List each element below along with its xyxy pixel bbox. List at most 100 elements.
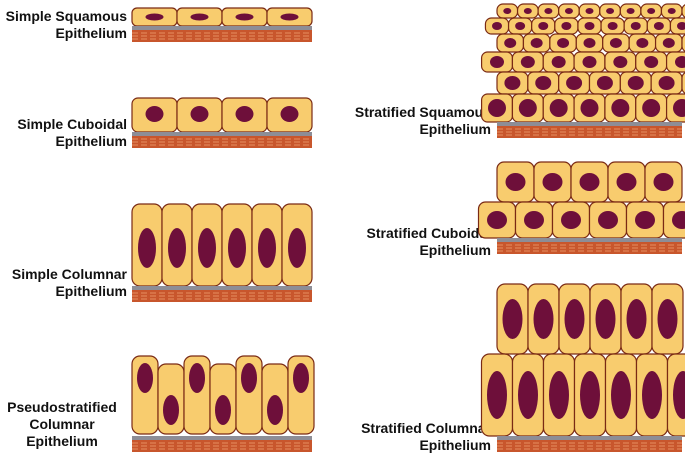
nucleus bbox=[561, 22, 572, 30]
nucleus bbox=[288, 228, 306, 268]
nucleus bbox=[611, 371, 631, 419]
nucleus bbox=[564, 299, 585, 339]
label-line: Simple Columnar bbox=[11, 266, 127, 282]
nucleus bbox=[280, 13, 299, 21]
nucleus bbox=[163, 395, 179, 425]
label-line: Pseudostratified bbox=[7, 399, 117, 415]
nucleus bbox=[644, 56, 659, 68]
label-line: Columnar bbox=[29, 416, 95, 432]
nucleus bbox=[626, 8, 635, 14]
nucleus bbox=[228, 228, 246, 268]
nucleus bbox=[293, 363, 309, 393]
basement-membrane bbox=[497, 238, 682, 242]
nucleus bbox=[613, 56, 628, 68]
stratified-columnar-illustration bbox=[480, 283, 685, 452]
nucleus bbox=[630, 22, 641, 30]
nucleus bbox=[626, 299, 647, 339]
nucleus bbox=[520, 56, 535, 68]
simple-squamous-illustration bbox=[131, 7, 313, 42]
nucleus bbox=[635, 211, 655, 229]
nucleus bbox=[168, 228, 186, 268]
nucleus bbox=[677, 22, 685, 30]
nucleus bbox=[582, 56, 597, 68]
nucleus bbox=[524, 211, 544, 229]
nucleus bbox=[487, 371, 507, 419]
label-line: Simple Squamous bbox=[5, 8, 127, 24]
label-stratified-squamous: Stratified Squamous Epithelium bbox=[355, 104, 491, 138]
nucleus bbox=[611, 99, 630, 117]
nucleus bbox=[585, 8, 594, 14]
label-line: Epithelium bbox=[55, 25, 127, 41]
nucleus bbox=[609, 38, 622, 48]
pseudostratified-columnar-illustration bbox=[131, 355, 315, 452]
simple-columnar-illustration bbox=[131, 203, 313, 302]
nucleus bbox=[492, 22, 502, 30]
nucleus bbox=[533, 299, 554, 339]
nucleus bbox=[190, 13, 209, 21]
nucleus bbox=[551, 56, 566, 68]
nucleus bbox=[241, 363, 257, 393]
nucleus bbox=[667, 8, 676, 14]
nucleus bbox=[542, 173, 563, 191]
nucleus bbox=[503, 8, 512, 14]
label-line: Stratified Columnar bbox=[361, 420, 491, 436]
nucleus bbox=[505, 173, 526, 191]
nucleus bbox=[653, 173, 674, 191]
nucleus bbox=[657, 299, 678, 339]
label-line: Simple Cuboidal bbox=[17, 116, 127, 132]
nucleus bbox=[518, 99, 537, 117]
nucleus bbox=[557, 38, 570, 48]
simple-cuboidal-illustration bbox=[131, 97, 313, 148]
nucleus bbox=[598, 211, 618, 229]
nucleus bbox=[487, 211, 507, 229]
label-stratified-columnar: Stratified Columnar Epithelium bbox=[361, 420, 491, 454]
nucleus bbox=[502, 299, 523, 339]
cell bbox=[681, 34, 685, 52]
nucleus bbox=[579, 173, 600, 191]
nucleus bbox=[561, 211, 581, 229]
nucleus bbox=[662, 38, 675, 48]
basement-membrane bbox=[132, 26, 312, 30]
nucleus bbox=[198, 228, 216, 268]
label-line: Epithelium bbox=[55, 283, 127, 299]
nucleus bbox=[544, 8, 553, 14]
nucleus bbox=[145, 106, 164, 122]
nucleus bbox=[215, 395, 231, 425]
label-line: Epithelium bbox=[55, 133, 127, 149]
nucleus bbox=[145, 13, 164, 21]
nucleus bbox=[488, 99, 506, 117]
label-line: Stratified Cuboidal bbox=[366, 225, 491, 241]
basement-membrane bbox=[132, 132, 312, 136]
nucleus bbox=[596, 76, 613, 90]
nucleus bbox=[530, 38, 543, 48]
nucleus bbox=[190, 106, 209, 122]
nucleus bbox=[535, 76, 552, 90]
cell bbox=[681, 72, 685, 94]
nucleus bbox=[518, 371, 538, 419]
nucleus bbox=[658, 76, 675, 90]
nucleus bbox=[653, 22, 664, 30]
label-line: Epithelium bbox=[26, 433, 98, 449]
label-line: Stratified Squamous bbox=[354, 104, 491, 120]
basement-membrane bbox=[132, 286, 312, 290]
nucleus bbox=[636, 38, 649, 48]
nucleus bbox=[606, 8, 615, 14]
nucleus bbox=[583, 38, 596, 48]
cell bbox=[681, 4, 685, 18]
nucleus bbox=[235, 106, 254, 122]
label-line: Epithelium bbox=[419, 121, 491, 137]
basement-membrane bbox=[497, 122, 682, 126]
nucleus bbox=[642, 371, 662, 419]
nucleus bbox=[616, 173, 637, 191]
nucleus bbox=[627, 76, 644, 90]
nucleus bbox=[672, 211, 685, 229]
nucleus bbox=[607, 22, 618, 30]
nucleus bbox=[549, 99, 568, 117]
nucleus bbox=[137, 363, 153, 393]
nucleus bbox=[189, 363, 205, 393]
label-line: Epithelium bbox=[419, 437, 491, 453]
nucleus bbox=[549, 371, 569, 419]
nucleus bbox=[523, 8, 532, 14]
nucleus bbox=[280, 106, 299, 122]
nucleus bbox=[673, 99, 685, 117]
